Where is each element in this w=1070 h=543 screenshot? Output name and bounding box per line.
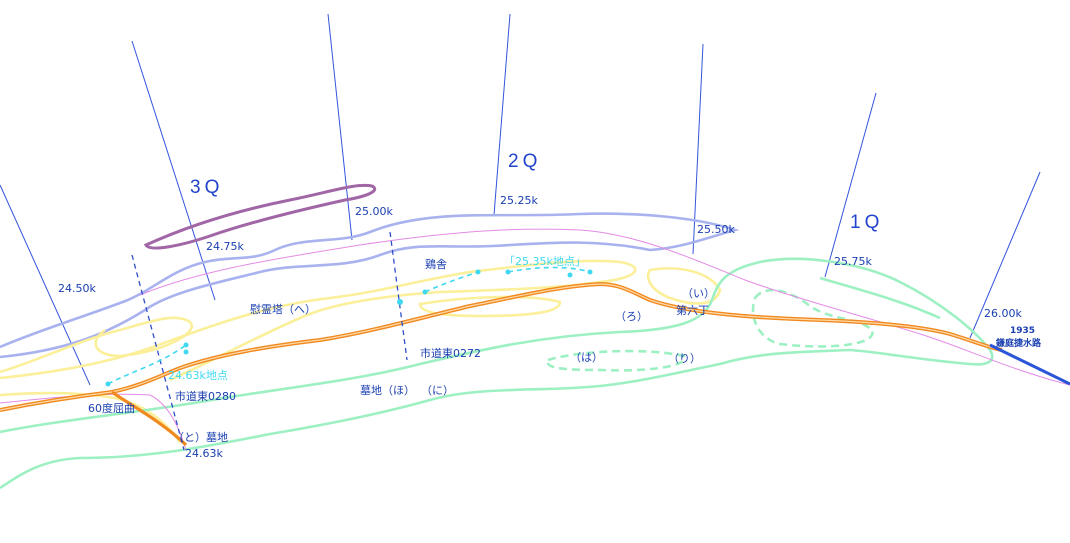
marker-24-63k: 24.63k (185, 447, 223, 460)
guide-line (131, 40, 216, 301)
label-cemetery-ho: 墓地（ほ） (360, 384, 415, 397)
quadrant-1q-label: 1Q (850, 212, 883, 233)
guide-line (692, 43, 704, 255)
green-contours (0, 257, 994, 490)
label-ha: （は） (570, 351, 603, 364)
guide-line (493, 13, 511, 216)
old-river-boundary (0, 212, 740, 359)
label-ro: （ろ） (615, 310, 648, 323)
road-cross-lines (131, 231, 408, 451)
label-memorial-tower: 慰霊塔（へ） (250, 303, 316, 316)
guide-line (327, 13, 353, 241)
marker-25-25k: 25.25k (500, 194, 538, 207)
marker-24-50k: 24.50k (58, 282, 96, 295)
label-road-0280: 市道東0280 (175, 389, 236, 403)
label-road-0272: 市道東0272 (420, 346, 481, 360)
cyan-survey-points (105, 266, 593, 387)
label-point-24-63k: 24.63k地点 (168, 369, 228, 382)
label-60-degree-bend: 60度屈曲 (88, 401, 135, 415)
pink-boundary (0, 228, 1070, 451)
purple-levee (143, 183, 377, 250)
label-kamakura-channel: 鎌庭捷水路 (995, 337, 1042, 349)
label-point-25-35k: 「25.35k地点」 (504, 255, 586, 268)
marker-24-75k: 24.75k (206, 240, 244, 253)
marker-25-00k: 25.00k (355, 205, 393, 218)
kamakura-channel (989, 343, 1070, 386)
quadrant-3q-label: 3Q (190, 177, 223, 198)
label-ni: （に） (421, 384, 454, 397)
label-i: （い） (682, 287, 715, 300)
guide-line (0, 184, 91, 386)
quadrant-2q-label: 2Q (508, 151, 541, 172)
orange-channel (0, 281, 1003, 447)
label-year-1935: 1935 (1010, 326, 1035, 336)
marker-26-00k: 26.00k (984, 307, 1022, 320)
label-ri: （り） (668, 352, 701, 365)
guide-line (824, 92, 877, 278)
label-daiichi: 第六丁 (676, 303, 709, 317)
guide-line (969, 171, 1041, 339)
guide-lines (0, 13, 1041, 386)
road-line-0280 (131, 254, 185, 451)
road-line-0272 (389, 231, 408, 361)
label-chicken-coop: 鶏舎 (425, 257, 447, 271)
marker-25-75k: 25.75k (834, 255, 872, 268)
label-cemetery-to: （と）墓地 (173, 431, 228, 444)
marker-25-50k: 25.50k (697, 223, 735, 236)
